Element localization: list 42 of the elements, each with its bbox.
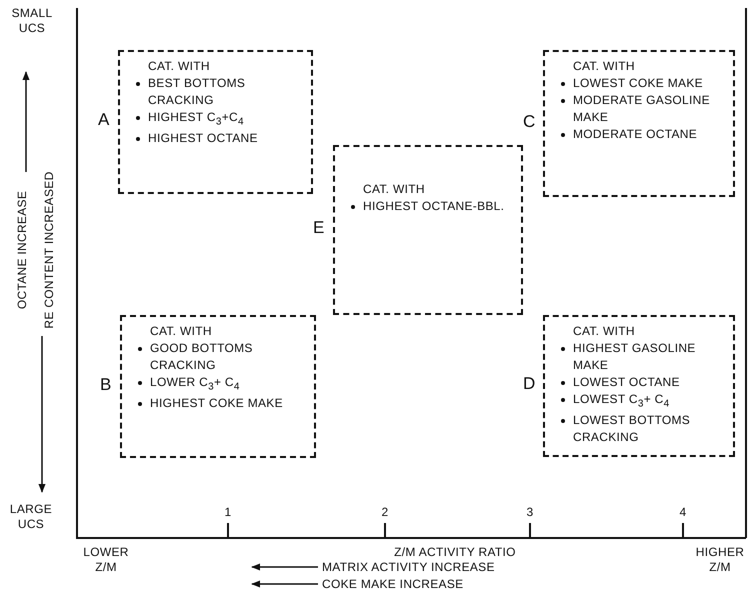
- dashed-box: [118, 50, 313, 194]
- list-item: LOWER C$_{3}$+ C$_{4}$: [150, 374, 240, 394]
- region-letter: E: [313, 218, 325, 238]
- region-letter: D: [523, 374, 536, 394]
- axis-label: RE CONTENT INCREASED: [42, 171, 56, 329]
- box-heading: CAT. WITH: [573, 58, 636, 75]
- list-item: LOWEST COKE MAKE: [573, 75, 703, 92]
- list-item: HIGHEST COKE MAKE: [150, 395, 283, 412]
- region-letter: C: [523, 112, 536, 132]
- axis-label: 3: [526, 505, 534, 520]
- axis-label: MATRIX ACTIVITY INCREASE: [322, 560, 496, 575]
- box-heading: CAT. WITH: [363, 181, 426, 198]
- axis-label: HIGHER Z/M: [694, 545, 746, 575]
- list-item: LOWEST BOTTOMS CRACKING: [573, 412, 692, 446]
- box-heading: CAT. WITH: [148, 58, 211, 75]
- list-item: MODERATE OCTANE: [573, 126, 698, 143]
- list-item: MODERATE GASOLINE MAKE: [573, 92, 711, 126]
- list-item: HIGHEST OCTANE-BBL.: [363, 198, 504, 215]
- axis-label: 4: [678, 505, 688, 520]
- axis-label: LARGE UCS: [8, 502, 54, 532]
- list-item: HIGHEST C$_{3}$+C$_{4}$: [148, 109, 244, 130]
- dashed-box: [543, 50, 735, 197]
- axis-label: LOWER Z/M: [82, 545, 130, 575]
- list-item: HIGHEST OCTANE: [148, 130, 258, 148]
- dashed-box: [543, 315, 735, 457]
- list-item: BEST BOTTOMS CRACKING: [148, 75, 246, 109]
- axis-label: COKE MAKE INCREASE: [322, 577, 464, 592]
- dashed-box: [120, 315, 316, 458]
- region-letter: A: [98, 110, 110, 130]
- box-heading: CAT. WITH: [573, 323, 636, 340]
- dashed-box: [333, 145, 523, 315]
- axis-label: SMALL UCS: [10, 6, 54, 36]
- axis-label: OCTANE INCREASE: [15, 190, 29, 310]
- list-item: LOWEST OCTANE: [573, 374, 680, 391]
- region-letter: B: [100, 374, 112, 394]
- list-item: HIGHEST GASOLINE MAKE: [573, 340, 697, 374]
- axis-label: 2: [380, 505, 390, 520]
- axis-label: Z/M ACTIVITY RATIO: [393, 545, 517, 560]
- box-heading: CAT. WITH: [150, 323, 213, 340]
- list-item: LOWEST C$_{3}$+ C$_{4}$: [573, 391, 670, 412]
- list-item: GOOD BOTTOMS CRACKING: [150, 340, 254, 374]
- axis-label: 1: [224, 505, 232, 520]
